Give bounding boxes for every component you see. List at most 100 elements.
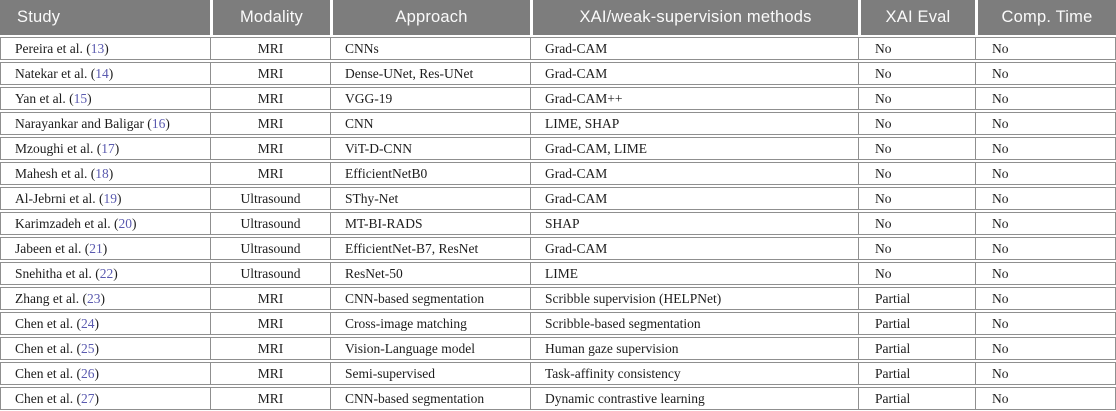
citation-paren: ) [102, 240, 108, 256]
citation-link[interactable]: 18 [95, 165, 109, 181]
citation-link[interactable]: 25 [80, 340, 95, 356]
methods-cell: Grad-CAM [530, 62, 858, 85]
modality-cell: MRI [210, 162, 330, 185]
study-cell: Jabeen et al. (21) [0, 237, 210, 260]
citation-paren: ) [114, 140, 120, 156]
comp-time-cell: No [975, 62, 1116, 85]
study-cell: Mzoughi et al. (17) [0, 137, 210, 160]
approach-cell: VGG-19 [330, 87, 530, 110]
comp-time-cell: No [975, 87, 1116, 110]
approach-cell: CNNs [330, 37, 530, 60]
study-name: Mahesh et al. ( [15, 165, 96, 181]
study-name: Zhang et al. ( [15, 290, 87, 306]
xai-eval-cell: No [858, 237, 975, 260]
column-header-xai-eval: XAI Eval [858, 0, 975, 35]
xai-eval-cell: Partial [858, 387, 975, 410]
table-header: Study Modality Approach XAI/weak-supervi… [0, 0, 1116, 35]
citation-link[interactable]: 24 [80, 315, 95, 331]
study-cell: Chen et al. (27) [0, 387, 210, 410]
modality-cell: MRI [210, 312, 330, 335]
approach-cell: Cross-image matching [330, 312, 530, 335]
study-name: Chen et al. ( [15, 315, 81, 331]
comp-time-cell: No [975, 37, 1116, 60]
methods-cell: Grad-CAM, LIME [530, 137, 858, 160]
column-header-comp-time: Comp. Time [975, 0, 1116, 35]
approach-cell: Semi-supervised [330, 362, 530, 385]
study-name: Chen et al. ( [15, 390, 81, 406]
xai-eval-cell: Partial [858, 287, 975, 310]
comp-time-cell: No [975, 237, 1116, 260]
methods-cell: Grad-CAM [530, 162, 858, 185]
study-cell: Yan et al. (15) [0, 87, 210, 110]
modality-cell: MRI [210, 87, 330, 110]
citation-paren: ) [116, 190, 122, 206]
citation-link[interactable]: 27 [80, 390, 95, 406]
study-name: Jabeen et al. ( [15, 240, 90, 256]
citation-paren: ) [100, 290, 105, 306]
study-cell: Snehitha et al. (22) [0, 262, 210, 285]
approach-cell: Dense-UNet, Res-UNet [330, 62, 530, 85]
citation-paren: ) [87, 90, 92, 106]
citation-link[interactable]: 15 [73, 90, 88, 106]
xai-eval-cell: No [858, 137, 975, 160]
approach-cell: CNN [330, 112, 530, 135]
xai-eval-cell: Partial [858, 312, 975, 335]
approach-cell: Vision-Language model [330, 337, 530, 360]
citation-paren: ) [94, 315, 99, 331]
approach-cell: SThy-Net [330, 187, 530, 210]
comp-time-cell: No [975, 187, 1116, 210]
citation-link[interactable]: 26 [80, 365, 95, 381]
column-header-methods: XAI/weak-supervision methods [530, 0, 858, 35]
modality-cell: MRI [210, 287, 330, 310]
comp-time-cell: No [975, 162, 1116, 185]
modality-cell: Ultrasound [210, 237, 330, 260]
study-cell: Zhang et al. (23) [0, 287, 210, 310]
citation-link[interactable]: 16 [151, 115, 166, 131]
citation-paren: ) [108, 165, 114, 181]
citation-link[interactable]: 22 [99, 265, 114, 281]
citation-paren: ) [94, 340, 99, 356]
comp-time-cell: No [975, 262, 1116, 285]
xai-eval-cell: No [858, 212, 975, 235]
methods-cell: Dynamic contrastive learning [530, 387, 858, 410]
modality-cell: MRI [210, 337, 330, 360]
comp-time-cell: No [975, 287, 1116, 310]
methods-cell: LIME, SHAP [530, 112, 858, 135]
approach-cell: MT-BI-RADS [330, 212, 530, 235]
citation-link[interactable]: 19 [103, 190, 117, 206]
citation-link[interactable]: 21 [89, 240, 103, 256]
study-name: Yan et al. ( [15, 90, 74, 106]
study-cell: Chen et al. (24) [0, 312, 210, 335]
xai-eval-cell: No [858, 112, 975, 135]
citation-link[interactable]: 14 [95, 65, 109, 81]
xai-eval-cell: No [858, 37, 975, 60]
methods-cell: Human gaze supervision [530, 337, 858, 360]
citation-link[interactable]: 13 [90, 40, 105, 56]
comp-time-cell: No [975, 362, 1116, 385]
study-name: Chen et al. ( [15, 365, 81, 381]
methods-cell: Grad-CAM [530, 187, 858, 210]
methods-cell: Scribble supervision (HELPNet) [530, 287, 858, 310]
citation-paren: ) [94, 365, 99, 381]
study-cell: Mahesh et al. (18) [0, 162, 210, 185]
citation-link[interactable]: 20 [118, 215, 132, 231]
study-cell: Al-Jebrni et al. (19) [0, 187, 210, 210]
study-name: Chen et al. ( [15, 340, 81, 356]
citation-paren: ) [108, 65, 114, 81]
modality-cell: MRI [210, 112, 330, 135]
citation-link[interactable]: 17 [101, 140, 115, 156]
study-cell: Karimzadeh et al. (20) [0, 212, 210, 235]
citation-link[interactable]: 23 [86, 290, 101, 306]
approach-cell: CNN-based segmentation [330, 387, 530, 410]
